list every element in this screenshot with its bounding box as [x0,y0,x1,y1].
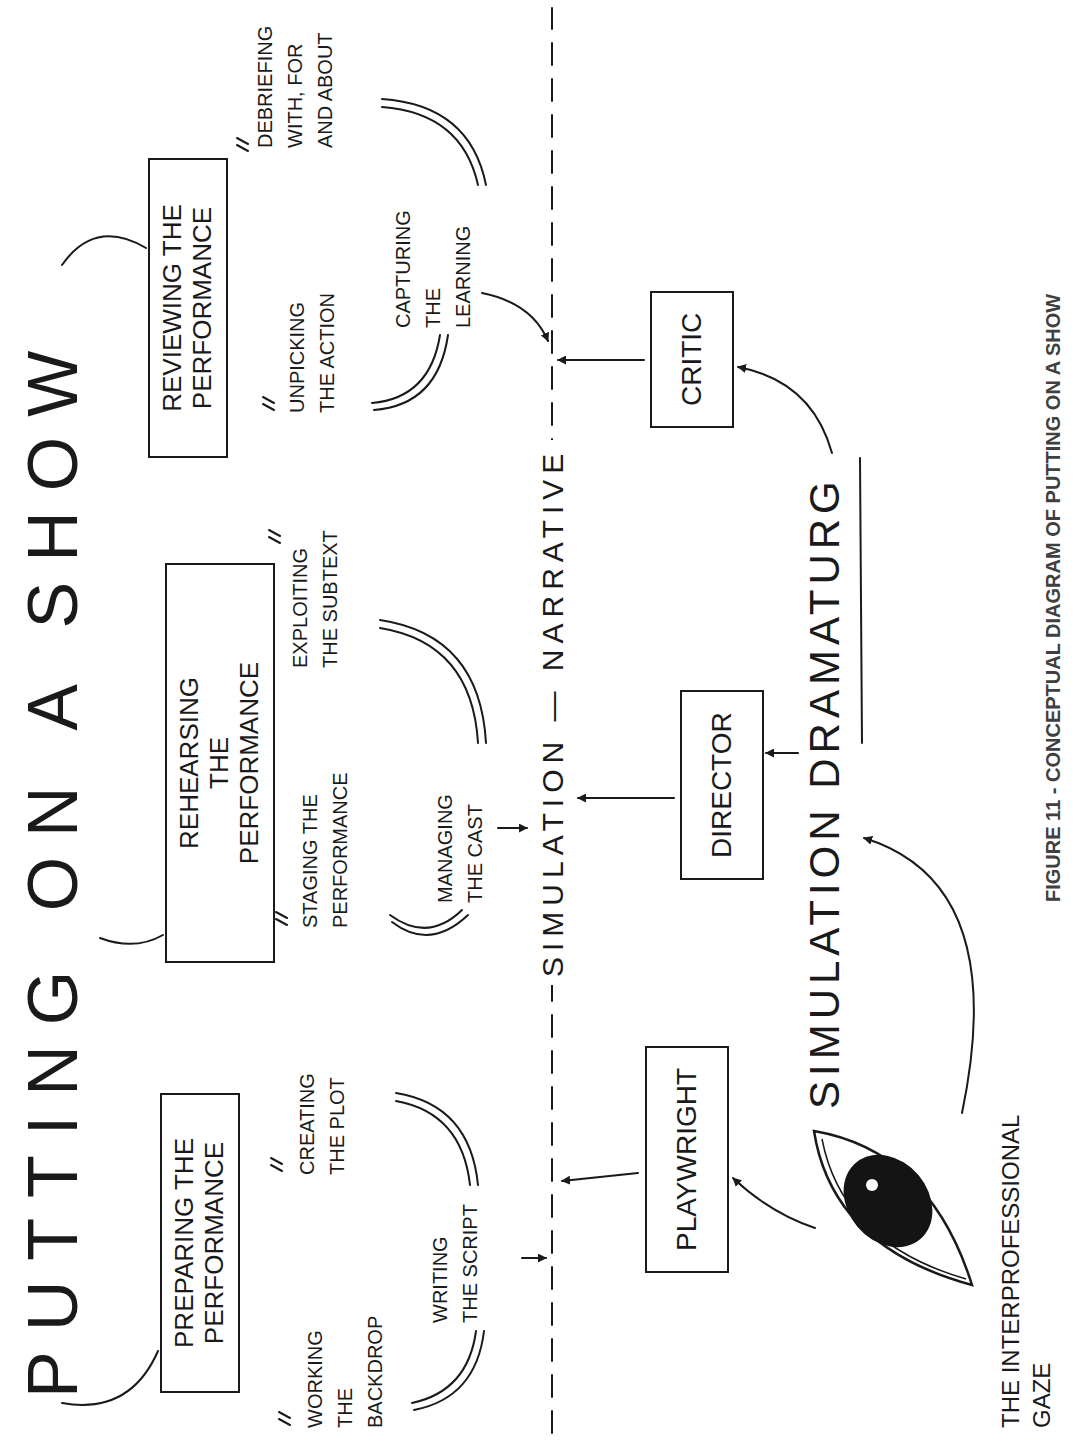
flow-arrow [482,293,548,341]
flow-arrow [498,827,527,829]
flow-arrow [558,359,644,361]
flow-arrow [562,1173,638,1181]
cycle-arc [374,335,448,410]
phase-box: REHEARSING THE PERFORMANCE [165,563,275,963]
tick-mark [276,912,287,925]
tick-mark [237,138,248,151]
flow-arrow [766,752,798,754]
step-label: DEBRIEFING WITH, FOR AND ABOUT [250,8,340,148]
cycle-arc [382,107,478,185]
flow-arrow [733,1178,815,1228]
cycle-arc [412,1331,476,1403]
step-label: UNPICKING THE ACTION [282,273,342,413]
gaze-label: THE INTERPROFESSIONAL GAZE [995,1068,1057,1428]
flow-arrow [578,797,674,799]
phase-box: PREPARING THE PERFORMANCE [160,1093,240,1393]
figure-caption: FIGURE 11 - CONCEPTUAL DIAGRAM OF PUTTIN… [1042,294,1065,902]
flow-arrow [864,838,974,1113]
role-name: DIRECTOR [706,712,738,858]
cycle-arc [392,915,468,935]
phase-box: REVIEWING THE PERFORMANCE [148,158,228,458]
tick-mark [271,1158,282,1171]
cycle-arc [414,1331,484,1410]
step-label: MANAGING THE CAST [430,753,490,903]
cycle-arc [380,628,478,743]
tick-mark [263,397,274,410]
eye-iris [825,1137,951,1265]
role-name: CRITIC [676,313,708,406]
eye-highlight [866,1179,878,1191]
step-label: EXPLOITING THE SUBTEXT [285,523,345,668]
step-label: WORKING THE BACKDROP [300,1298,390,1428]
role-box: DIRECTOR [680,690,764,880]
flow-arrow [522,1257,546,1259]
step-label: CREATING THE PLOT [292,1045,352,1175]
cycle-arc [372,335,440,403]
cycle-arc [390,910,462,928]
tick-mark [269,530,280,543]
role-box: PLAYWRIGHT [645,1046,729,1273]
cycle-arc [380,620,486,743]
flow-arrow [738,367,832,453]
divider-label: SIMULATION — NARRATIVE [536,440,569,985]
cycle-arc [396,1093,478,1185]
underline [860,458,862,743]
step-label: STAGING THE PERFORMANCE [295,763,355,928]
cycle-arc [382,99,486,185]
cycle-arc [396,1101,470,1185]
step-label: CAPTURING THE LEARNING [388,193,478,328]
title-arc [62,236,146,265]
diagram-title: PUTTING ON A SHOW [18,331,88,1398]
phase-title: REHEARSING THE PERFORMANCE [175,653,265,873]
role-name: PLAYWRIGHT [671,1068,703,1251]
eye-illustration [814,1131,972,1285]
step-label: WRITING THE SCRIPT [425,1193,485,1323]
tick-mark [279,1412,290,1425]
title-arc [100,935,163,944]
phase-title: REVIEWING THE PERFORMANCE [158,198,218,418]
phase-title: PREPARING THE PERFORMANCE [170,1133,230,1353]
eye-outline [814,1131,972,1285]
dramaturg-label: SIMULATION DRAMATURG [800,476,850,1109]
role-box: CRITIC [650,291,734,428]
